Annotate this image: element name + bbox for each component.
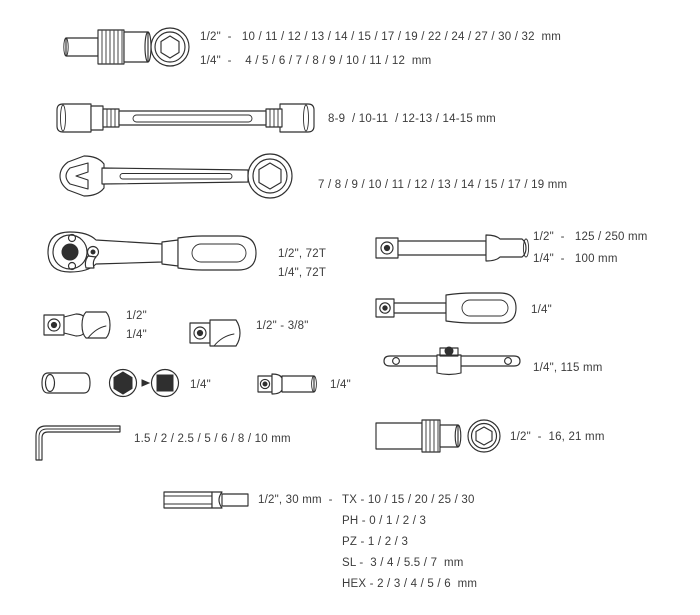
- socket-adapter-illustration: [188, 316, 248, 350]
- bit-sleeve-icon: [41, 372, 91, 394]
- extension-bar-icon: [375, 234, 530, 262]
- ratchet-spec-half-inch: 1/2", 72T: [278, 248, 327, 260]
- ratchet-spec-quarter-inch: 1/4", 72T: [278, 267, 327, 279]
- extension-bar-spec-half-inch: 1/2" - 125 / 250 mm: [533, 231, 648, 243]
- bit-sleeve-illustration: [40, 370, 100, 396]
- ratchet-handle-icon: [47, 231, 257, 273]
- screwdriver-bit-icon: [163, 491, 249, 509]
- bits-list-pz: PZ - 1 / 2 / 3: [342, 536, 409, 548]
- double-end-flex-socket-wrench-icon: [56, 103, 315, 133]
- screwdriver-handle-driver-icon: [375, 292, 517, 324]
- screwdriver-bit-illustration: [160, 485, 256, 515]
- extension-bar-spec-quarter-inch: 1/4" - 100 mm: [533, 253, 618, 265]
- socket-spec-quarter-inch: 1/4" - 4 / 5 / 6 / 7 / 8 / 9 / 10 / 11 /…: [200, 55, 432, 67]
- spark-plug-socket-illustration: [374, 414, 504, 458]
- sliding-t-bar-spec: 1/4", 115 mm: [533, 362, 603, 374]
- screwdriver-driver-spec: 1/4": [531, 304, 552, 316]
- extension-bar-illustration: [374, 230, 534, 266]
- socket-illustration-group: [62, 24, 192, 70]
- screwdriver-driver-illustration: [374, 290, 524, 326]
- ratchet-illustration: [42, 228, 272, 290]
- bits-list-sl: SL - 3 / 4 / 5.5 / 7 mm: [342, 557, 464, 569]
- combination-wrench-icon: [59, 153, 293, 199]
- hex-key-spec: 1.5 / 2 / 2.5 / 5 / 6 / 8 / 10 mm: [134, 433, 291, 445]
- hex-key-l-shape-icon: [35, 425, 121, 461]
- socket-adapter-icon: [189, 319, 241, 347]
- universal-joint-spec-quarter-inch: 1/4": [126, 329, 147, 341]
- hex-to-square-adapter-icon: [108, 368, 180, 398]
- spark-plug-socket-spec: 1/2" - 16, 21 mm: [510, 431, 605, 443]
- bits-list-hex: HEX - 2 / 3 / 4 / 5 / 6 mm: [342, 578, 478, 590]
- combination-wrench-illustration: [58, 152, 308, 200]
- hex-to-square-adapter-illustration: [108, 366, 180, 400]
- bits-list-tx: TX - 10 / 15 / 20 / 25 / 30: [342, 494, 475, 506]
- flex-socket-wrench-illustration: [55, 98, 320, 138]
- universal-joint-spec-half-inch: 1/2": [126, 310, 147, 322]
- socket-side-view-icon: [63, 27, 190, 67]
- bits-list-ph: PH - 0 / 1 / 2 / 3: [342, 515, 427, 527]
- universal-joint-short-icon: [257, 373, 317, 395]
- flex-socket-wrench-spec: 8-9 / 10-11 / 12-13 / 14-15 mm: [328, 113, 496, 125]
- socket-spec-half-inch: 1/2" - 10 / 11 / 12 / 13 / 14 / 15 / 17 …: [200, 31, 562, 43]
- universal-joint-short-illustration: [256, 372, 326, 396]
- bit-sleeve-spec: 1/4": [190, 379, 211, 391]
- combination-wrench-spec: 7 / 8 / 9 / 10 / 11 / 12 / 13 / 14 / 15 …: [318, 179, 568, 191]
- hex-key-illustration: [30, 420, 125, 462]
- universal-joint-illustration: [42, 308, 112, 342]
- universal-joint-icon: [43, 311, 111, 339]
- universal-joint-short-spec: 1/4": [330, 379, 351, 391]
- bits-spec-prefix: 1/2", 30 mm -: [258, 494, 333, 506]
- spark-plug-socket-icon: [375, 419, 501, 453]
- socket-adapter-spec: 1/2" - 3/8": [256, 320, 309, 332]
- sliding-t-bar-icon: [383, 346, 521, 376]
- sliding-t-bar-illustration: [374, 343, 534, 379]
